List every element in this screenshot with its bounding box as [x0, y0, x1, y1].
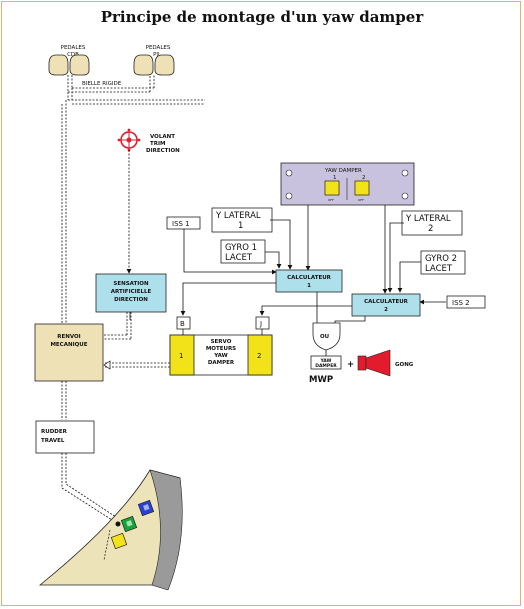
- yaw-ch2-off: OFF: [358, 198, 364, 202]
- iss2-label: ISS 2: [452, 299, 470, 307]
- pedals-pil-line2: PIL.: [153, 52, 163, 58]
- pedal-left-icon: [133, 54, 154, 76]
- servo-box: 1 2 SERVO MOTEURS YAW DAMPER: [169, 334, 273, 376]
- gyro2-box: GYRO 2 LACET: [420, 250, 466, 275]
- gyro2-line2: LACET: [425, 264, 453, 274]
- trim-label-1: VOLANT: [150, 134, 175, 140]
- or-gate-icon: [312, 322, 341, 351]
- calc1-line2: 1: [307, 283, 311, 289]
- servo-line2: MOTEURS: [206, 346, 236, 352]
- yaw-damper-panel: YAW DAMPER 1 2 OFF OFF: [280, 162, 415, 206]
- screw-icon: [285, 169, 293, 177]
- servo-1-label: 1: [179, 352, 183, 360]
- tag-j: J: [255, 316, 270, 330]
- rigid-rod-label: BIELLE RIGIDE: [82, 81, 122, 87]
- pedals-cdb-line2: CDB: [67, 52, 79, 58]
- tail-actuator-yellow: [110, 532, 128, 550]
- tag-b-label: B: [180, 320, 185, 328]
- pedals-cdb: PEDALES CDB: [48, 45, 90, 76]
- gyro2-line1: GYRO 2: [425, 254, 457, 264]
- pedals-cdb-line1: PEDALES: [61, 45, 86, 51]
- pedal-left-icon: [48, 54, 69, 76]
- yaw-ch2-switch: [354, 180, 370, 196]
- pedal-right-icon: [154, 54, 175, 76]
- calc2-line2: 2: [384, 307, 388, 313]
- sensation-line2: ARTIFICIELLE: [111, 289, 152, 295]
- input-links: [183, 219, 446, 305]
- renvoi-line1: RENVOI: [57, 334, 80, 340]
- sensation-to-renvoi: [103, 312, 132, 340]
- yaw-panel-ch2-number: 2: [362, 175, 366, 181]
- yaw-ch1-switch: [324, 180, 340, 196]
- rudder-travel-box: RUDDER TRAVEL: [35, 420, 95, 454]
- pedals-pil: PEDALES PIL.: [133, 45, 175, 76]
- ylat1-line1: Y LATERAL: [215, 211, 261, 221]
- gong-label: GONG: [395, 362, 414, 368]
- gyro1-box: GYRO 1 LACET: [220, 239, 266, 264]
- mwp-label: MWP: [309, 375, 333, 385]
- trim-wheel: VOLANT TRIM DIRECTION: [117, 128, 180, 154]
- servo-line1: SERVO: [211, 339, 232, 345]
- trim-label-2: TRIM: [150, 141, 166, 147]
- rudder-surface: [149, 469, 183, 591]
- rudder-travel-line1: RUDDER: [41, 429, 68, 435]
- rudder-travel-line2: TRAVEL: [41, 438, 65, 444]
- iss2-box: ISS 2: [446, 295, 486, 309]
- tag-j-label: J: [259, 320, 262, 328]
- servo-to-renvoi: [104, 362, 170, 368]
- iss1-box: ISS 1: [166, 216, 201, 230]
- calc-output-links: [180, 282, 366, 323]
- screw-icon: [401, 169, 409, 177]
- tag-b: B: [176, 316, 191, 330]
- sensation-line3: DIRECTION: [114, 297, 148, 303]
- renvoi-box: RENVOI MECANIQUE: [34, 323, 104, 382]
- gyro1-line1: GYRO 1: [225, 243, 257, 253]
- ou-label: OU: [320, 334, 329, 340]
- renvoi-line2: MECANIQUE: [50, 342, 87, 348]
- arrow-left-icon: [103, 360, 111, 370]
- pedals-pil-line1: PEDALES: [146, 45, 171, 51]
- ylat1-line2: 1: [238, 221, 243, 231]
- ou-gate: OU: [312, 322, 341, 351]
- warning-line2: DAMPER: [315, 363, 337, 369]
- yaw-damper-warning: YAW DAMPER: [310, 355, 342, 370]
- plus-sign: +: [347, 360, 354, 370]
- yaw-ch1-off: OFF: [328, 198, 334, 202]
- screw-icon: [401, 192, 409, 200]
- ylat1-box: Y LATERAL 1: [211, 207, 273, 233]
- trim-label-3: DIRECTION: [146, 148, 180, 154]
- servo-2: [247, 334, 273, 376]
- diagram-title: Principe de montage d'un yaw damper: [100, 8, 424, 26]
- servo-line4: DAMPER: [208, 360, 235, 366]
- ylat2-line2: 2: [428, 224, 433, 234]
- gong-speaker-icon: [357, 349, 391, 377]
- calc1-line1: CALCULATEUR: [287, 275, 332, 281]
- calculateur-2: CALCULATEUR 2: [351, 293, 421, 317]
- rigid-rod-links: [67, 75, 205, 105]
- sensation-line1: SENSATION: [113, 281, 149, 287]
- servo-line3: YAW: [213, 353, 228, 359]
- renvoi-to-rudder-travel: [61, 381, 67, 420]
- ylat2-box: Y LATERAL 2: [401, 210, 463, 236]
- servo-2-label: 2: [257, 352, 261, 360]
- warning-line1: YAW: [319, 358, 331, 364]
- sensation-box: SENSATION ARTIFICIELLE DIRECTION: [95, 273, 167, 313]
- pedal-right-icon: [69, 54, 90, 76]
- yaw-panel-label: YAW DAMPER: [324, 168, 362, 174]
- iss1-label: ISS 1: [172, 220, 190, 228]
- gyro1-line2: LACET: [225, 253, 253, 263]
- calc2-line1: CALCULATEUR: [364, 299, 409, 305]
- trim-wheel-icon: [117, 128, 141, 152]
- rudder-cable: [61, 453, 123, 526]
- tail-fin: [38, 469, 183, 591]
- screw-icon: [285, 192, 293, 200]
- pedal-cable: [61, 100, 67, 323]
- calculateur-1: CALCULATEUR 1: [275, 269, 343, 293]
- servo-1: [169, 334, 195, 376]
- ylat2-line1: Y LATERAL: [405, 214, 451, 224]
- yaw-panel-ch1-number: 1: [333, 175, 337, 181]
